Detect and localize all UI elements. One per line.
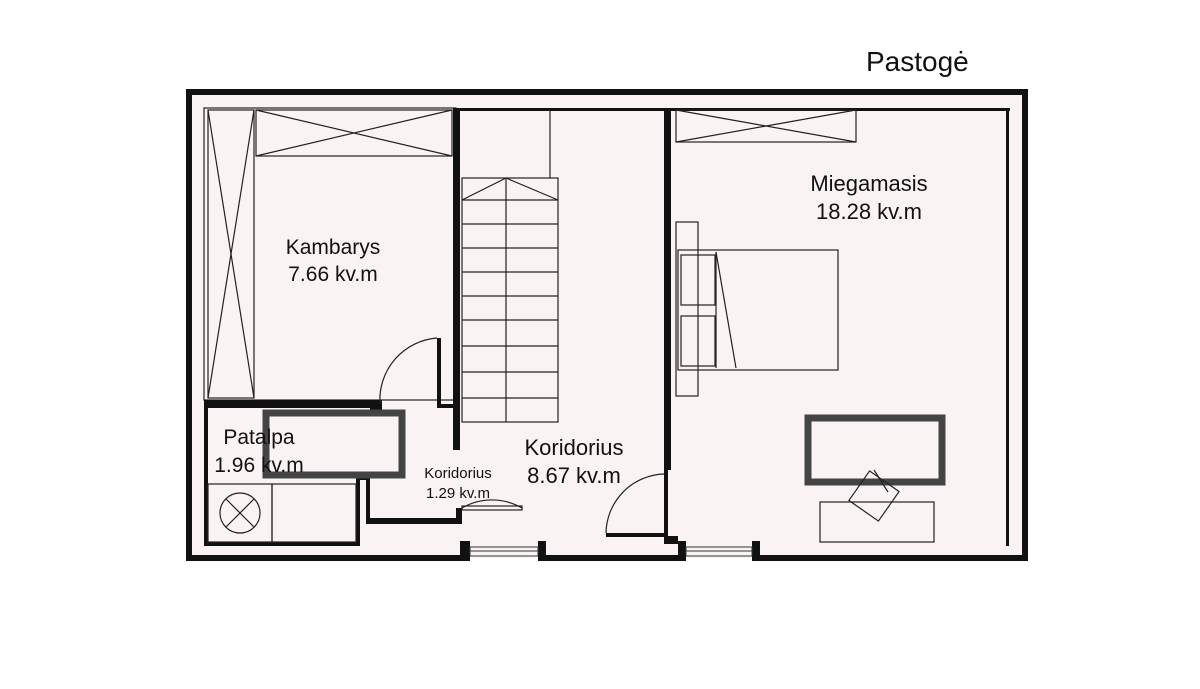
desk-chair [819,469,935,543]
tv-stand [804,414,946,486]
room-name: Koridorius [524,435,623,460]
boiler-unit [207,483,357,543]
bottom-windows [469,546,753,557]
room-label-koridorius-large: Koridorius 8.67 kv.m [524,435,623,488]
doors [379,337,665,534]
room-name: Koridorius [424,465,492,482]
room-area: 1.29 kv.m [426,485,490,502]
room-label-miegamasis: Miegamasis 18.28 kv.m [810,171,927,224]
bed [675,221,839,397]
staircase [461,110,559,423]
room-area: 18.28 kv.m [816,199,922,224]
room-name: Kambarys [286,236,381,259]
room-name: Patalpa [223,426,295,449]
room-name: Miegamasis [810,171,927,196]
room-area: 1.96 kv.m [214,454,303,477]
room-label-kambarys: Kambarys 7.66 kv.m [286,236,381,286]
room-label-patalpa: Patalpa 1.96 kv.m [214,426,303,477]
storage-box [262,409,406,479]
room-label-koridorius-small: Koridorius 1.29 kv.m [424,465,492,502]
room-area: 8.67 kv.m [527,463,621,488]
outer-walls [186,89,1028,561]
room-area: 7.66 kv.m [288,263,377,286]
floor-area [190,92,1026,558]
wardrobe-miegamasis [675,109,857,143]
plan-title: Pastogė [866,46,969,77]
wardrobe-kambarys [207,109,453,399]
